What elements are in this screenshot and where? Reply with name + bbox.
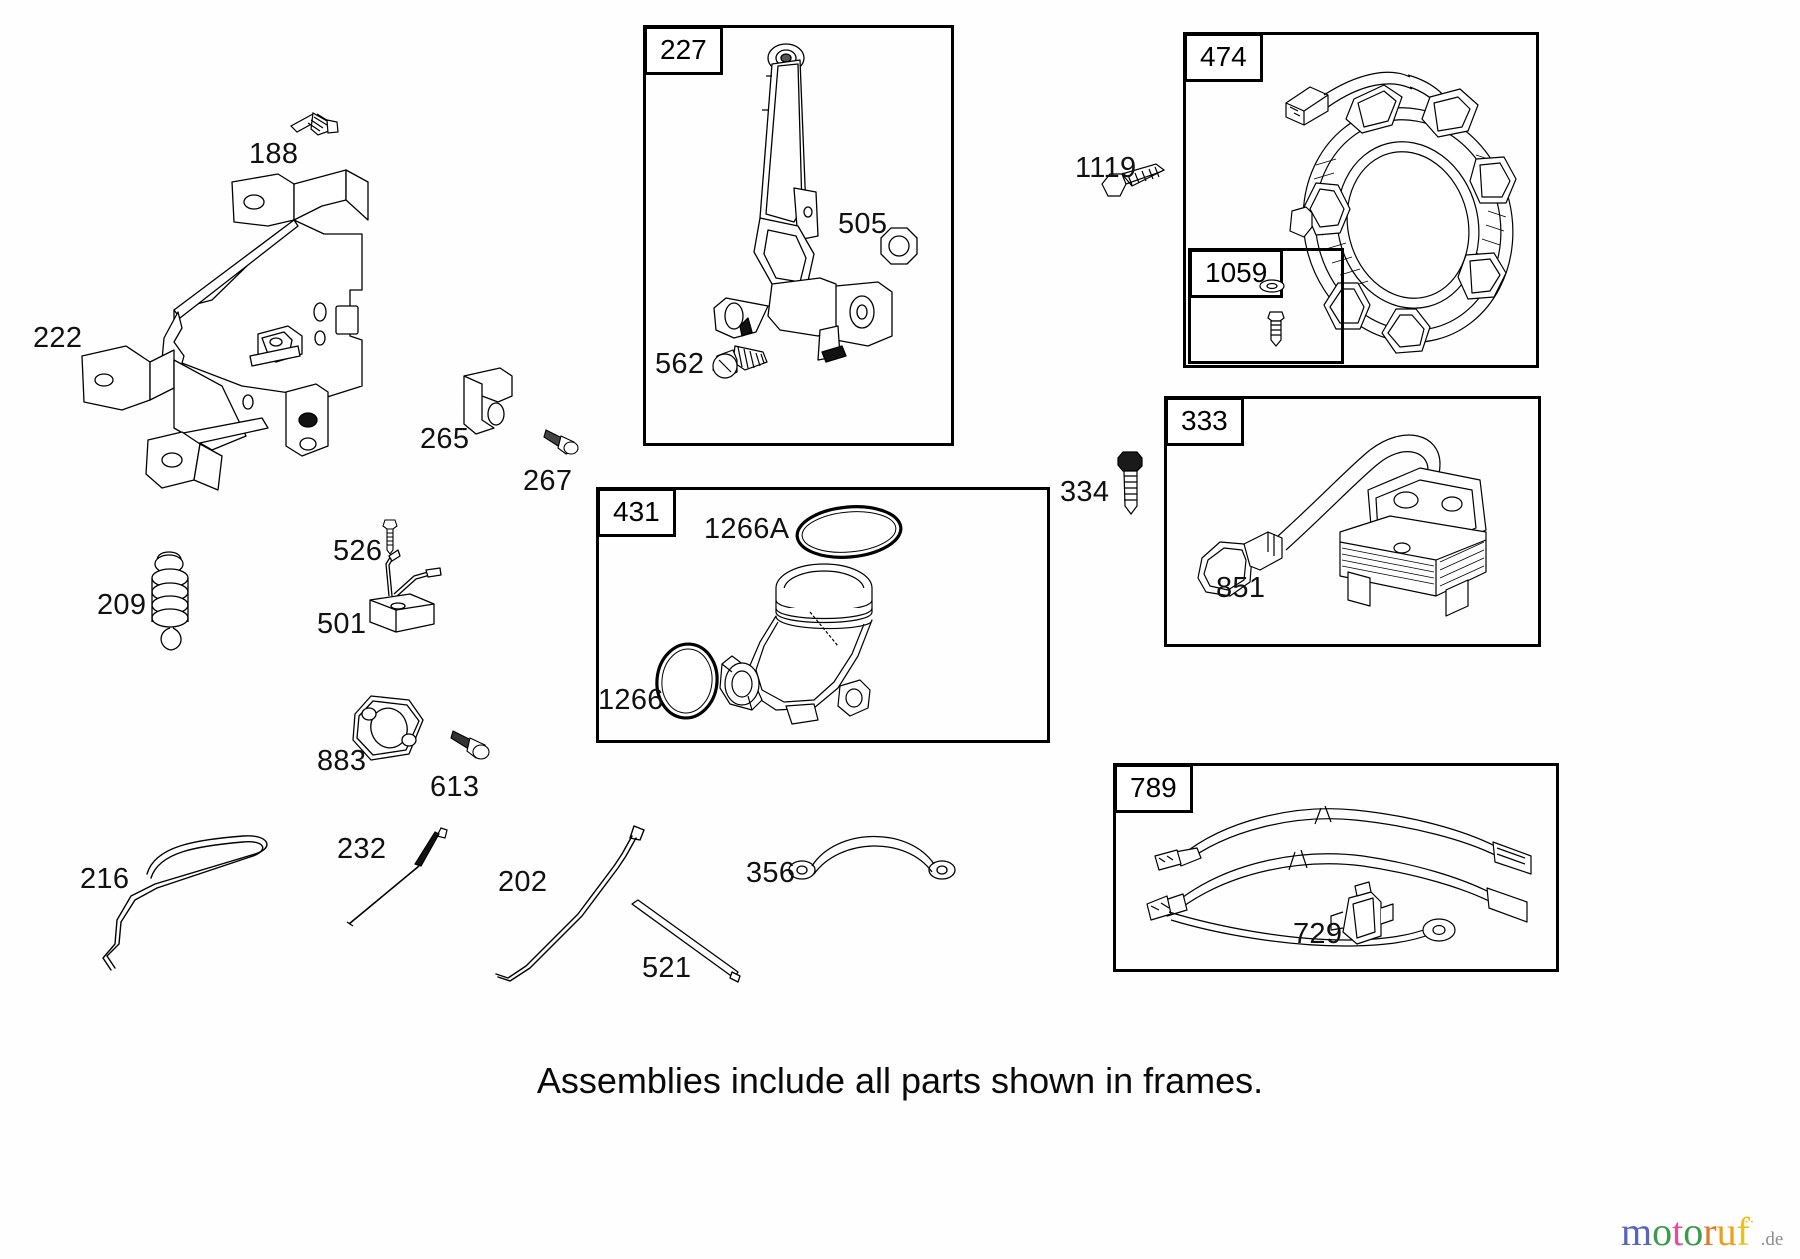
frame-tag-333: 333: [1165, 397, 1244, 446]
part-label-356: 356: [746, 857, 796, 889]
part-label-505: 505: [838, 208, 888, 240]
frame-474[interactable]: 474: [1183, 32, 1539, 368]
part-label-1266: 1266: [598, 684, 664, 716]
part-art-521-rod: [628, 898, 748, 988]
watermark-letter: f: [1736, 1209, 1750, 1254]
part-art-188-screw: [287, 108, 343, 148]
part-art-209-spring: [143, 548, 203, 658]
watermark-letter: u: [1716, 1209, 1737, 1254]
part-label-526: 526: [333, 535, 383, 567]
frame-tag-789: 789: [1114, 764, 1193, 813]
watermark-tld: .de: [1760, 1229, 1784, 1250]
frame-333[interactable]: 333: [1164, 396, 1541, 647]
part-art-267-screw: [543, 426, 584, 460]
watermark-letter: r: [1703, 1209, 1717, 1254]
part-label-521: 521: [642, 952, 692, 984]
frame-1059[interactable]: 1059: [1188, 248, 1344, 364]
watermark-dots: ··: [1743, 1214, 1755, 1231]
part-label-562: 562: [655, 348, 705, 380]
frame-431[interactable]: 431: [596, 487, 1050, 743]
part-art-333-ignition-coil: [1190, 420, 1510, 625]
frame-227[interactable]: 227: [643, 25, 954, 446]
part-art-356-grounding-wire: [788, 818, 958, 898]
frame-789[interactable]: 789: [1113, 763, 1559, 972]
part-label-1266A: 1266A: [704, 513, 790, 545]
part-label-267: 267: [523, 465, 573, 497]
frame-tag-227: 227: [644, 26, 723, 75]
watermark-letter: m: [1621, 1209, 1653, 1254]
part-art-1266A-o-ring: [792, 502, 906, 562]
part-art-526-screw: [380, 518, 402, 560]
part-art-202-throttle-link: [452, 818, 672, 988]
part-art-1266-o-ring: [650, 640, 724, 722]
part-label-501: 501: [317, 608, 367, 640]
part-art-501-kill-switch: [358, 548, 453, 640]
watermark-letter: o: [1652, 1209, 1673, 1254]
part-art-334-shoulder-screw: [1115, 448, 1149, 520]
part-art-265-clip: [452, 362, 522, 442]
part-art-227-lever-assembly: [710, 40, 920, 380]
part-label-265: 265: [420, 423, 470, 455]
part-label-729: 729: [1293, 918, 1343, 950]
frame-tag-1059: 1059: [1189, 249, 1284, 298]
motoruf-watermark: motoruf·· .de: [1621, 1212, 1783, 1252]
watermark-letter: t: [1672, 1209, 1684, 1254]
part-label-1119: 1119: [1075, 152, 1137, 184]
part-art-232-governor-link: [345, 822, 455, 932]
part-label-209: 209: [97, 589, 147, 621]
part-label-222: 222: [33, 322, 83, 354]
part-art-1119-hex-bolt: [1098, 158, 1170, 206]
frame-tag-474: 474: [1184, 33, 1263, 82]
part-label-613: 613: [430, 771, 480, 803]
part-label-188: 188: [249, 138, 299, 170]
watermark-letter: o: [1683, 1209, 1704, 1254]
part-art-562-screw: [705, 340, 775, 388]
part-label-216: 216: [80, 863, 130, 895]
part-label-851: 851: [1216, 572, 1266, 604]
part-art-789-wiring-harness: [1145, 790, 1545, 955]
part-label-334: 334: [1060, 476, 1110, 508]
part-label-883: 883: [317, 745, 367, 777]
part-art-1059-washer-screw: [1258, 278, 1302, 352]
part-art-883-gasket: [347, 692, 431, 768]
part-art-431-intake-manifold: [718, 560, 908, 730]
frame-tag-431: 431: [597, 488, 676, 537]
part-label-202: 202: [498, 866, 548, 898]
part-label-232: 232: [337, 833, 387, 865]
part-art-505-nut: [875, 222, 925, 270]
part-art-216-wire-link: [95, 818, 295, 978]
part-art-222-control-bracket: [62, 160, 392, 510]
diagram-caption: Assemblies include all parts shown in fr…: [536, 1060, 1264, 1101]
part-art-613-screw: [450, 728, 496, 764]
